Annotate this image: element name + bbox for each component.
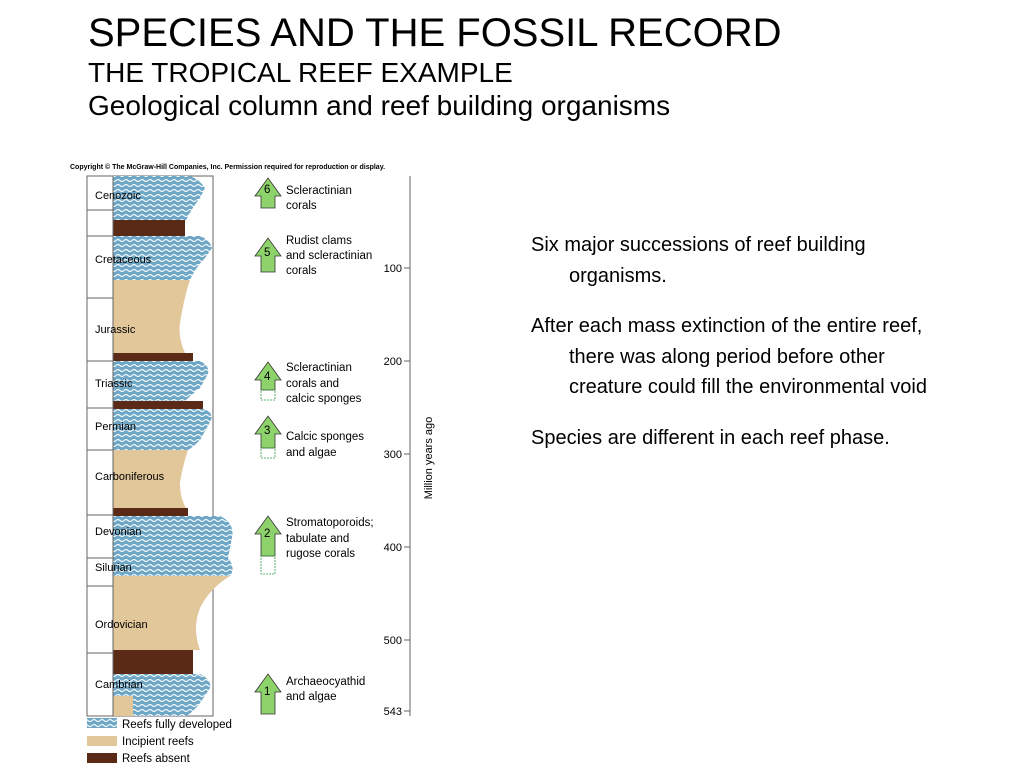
- tick-300: 300: [384, 449, 402, 461]
- legend-label-absent: Reefs absent: [122, 753, 191, 765]
- copyright-text: Copyright © The McGraw-Hill Companies, I…: [70, 163, 385, 171]
- succession-arrow-6: 6: [254, 177, 282, 209]
- svg-text:tabulate and: tabulate and: [286, 533, 349, 545]
- slide-title: SPECIES AND THE FOSSIL RECORD: [88, 11, 782, 55]
- svg-text:6: 6: [264, 184, 270, 196]
- succession-arrow-2: 2: [254, 515, 282, 575]
- svg-text:corals and: corals and: [286, 378, 339, 390]
- axis-label: Million years ago: [423, 417, 435, 500]
- svg-text:5: 5: [264, 247, 270, 259]
- bullet-item: Six major successions of reef building o…: [531, 234, 866, 287]
- svg-text:corals: corals: [286, 200, 317, 212]
- bullet-item: After each mass extinction of the entire…: [531, 315, 927, 398]
- succession-labels: Scleractinian corals Rudist clams and sc…: [286, 185, 374, 703]
- legend-label-incipient: Incipient reefs: [122, 736, 194, 748]
- svg-text:corals: corals: [286, 265, 317, 277]
- title-block: SPECIES AND THE FOSSIL RECORD THE TROPIC…: [88, 10, 782, 122]
- period-label-carboniferous: Carboniferous: [95, 471, 165, 483]
- period-boundaries: [87, 176, 114, 716]
- legend: Reefs fully developed Incipient reefs Re…: [87, 718, 232, 765]
- tick-200: 200: [384, 356, 402, 368]
- period-label-jurassic: Jurassic: [95, 324, 136, 336]
- succession-arrow-3: 3: [254, 415, 282, 459]
- period-label-cretaceous: Cretaceous: [95, 254, 152, 266]
- period-label-permian: Permian: [95, 421, 136, 433]
- tick-400: 400: [384, 542, 402, 554]
- legend-label-full: Reefs fully developed: [122, 719, 232, 731]
- svg-text:and scleractinian: and scleractinian: [286, 250, 372, 262]
- svg-text:and algae: and algae: [286, 447, 337, 459]
- period-label-triassic: Triassic: [95, 378, 133, 390]
- legend-swatch-absent: [87, 753, 117, 763]
- svg-text:2: 2: [264, 528, 270, 540]
- svg-text:Scleractinian: Scleractinian: [286, 362, 352, 374]
- svg-text:1: 1: [264, 686, 270, 698]
- legend-swatch-full: [87, 718, 117, 728]
- reef-column-fill: [113, 176, 233, 716]
- svg-text:calcic sponges: calcic sponges: [286, 393, 362, 405]
- succession-arrow-5: 5: [254, 237, 282, 273]
- slide-subtitle: THE TROPICAL REEF EXAMPLE: [88, 57, 513, 88]
- legend-swatch-incipient: [87, 736, 117, 746]
- period-label-devonian: Devonian: [95, 526, 141, 538]
- succession-arrows: 6 5 4 3 2 1: [254, 177, 282, 715]
- period-label-ordovician: Ordovician: [95, 619, 148, 631]
- svg-text:Scleractinian: Scleractinian: [286, 185, 352, 197]
- tick-543: 543: [384, 706, 402, 718]
- svg-text:Rudist clams: Rudist clams: [286, 235, 352, 247]
- period-label-cenozoic: Cenozoic: [95, 190, 141, 202]
- succession-arrow-4: 4: [254, 361, 282, 401]
- svg-text:Calcic sponges: Calcic sponges: [286, 431, 364, 443]
- tick-500: 500: [384, 635, 402, 647]
- period-label-cambrian: Cambrian: [95, 679, 143, 691]
- period-label-silurian: Silurian: [95, 562, 132, 574]
- svg-text:Stromatoporoids;: Stromatoporoids;: [286, 517, 374, 529]
- geological-column-figure: Copyright © The McGraw-Hill Companies, I…: [70, 163, 435, 765]
- time-axis: 100 200 300 400 500 543 Million years ag…: [384, 176, 435, 718]
- svg-text:4: 4: [264, 371, 271, 383]
- tick-100: 100: [384, 263, 402, 275]
- svg-text:Archaeocyathid: Archaeocyathid: [286, 676, 365, 688]
- period-labels: Cenozoic Cretaceous Jurassic Triassic Pe…: [95, 190, 165, 691]
- slide-subtitle-2: Geological column and reef building orga…: [88, 90, 671, 121]
- svg-text:and algae: and algae: [286, 691, 337, 703]
- bullet-list: Six major successions of reef building o…: [531, 230, 951, 473]
- svg-text:rugose corals: rugose corals: [286, 548, 355, 560]
- bullet-item: Species are different in each reef phase…: [531, 426, 890, 449]
- succession-arrow-1: 1: [254, 673, 282, 715]
- svg-text:3: 3: [264, 425, 270, 437]
